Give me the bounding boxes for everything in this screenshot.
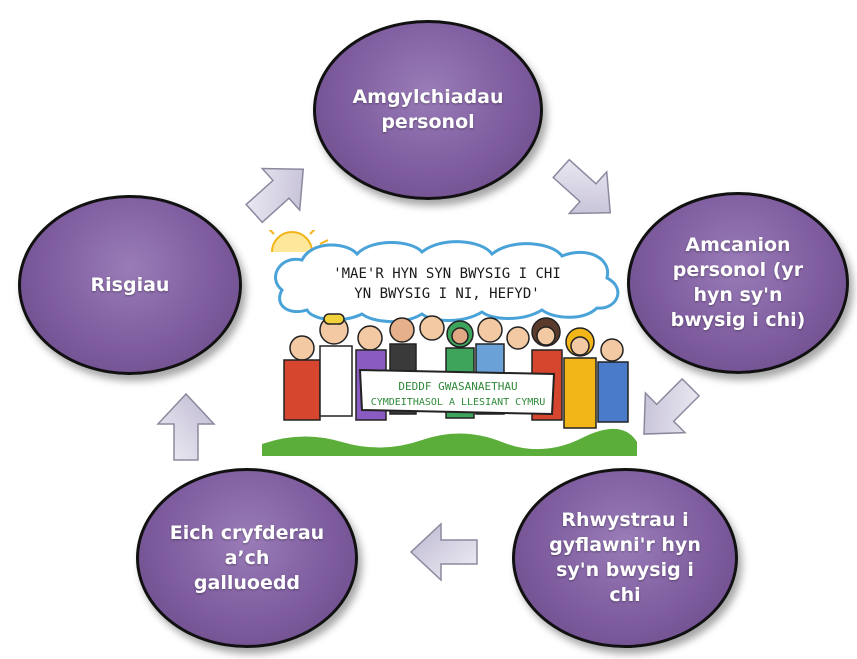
node-label-right: Amcanion personol (yr hyn sy'n bwysig i … bbox=[670, 234, 806, 331]
node-amcanion-personol: Amcanion personol (yr hyn sy'n bwysig i … bbox=[627, 192, 849, 374]
arrow-right-to-bottom-right bbox=[643, 377, 701, 435]
central-illustration: 'MAE'R HYN SYN BWYSIG I CHI YN BWYSIG I … bbox=[262, 230, 637, 456]
banner-line-1: DEDDF GWASANAETHAU bbox=[398, 380, 517, 393]
node-rhwystrau: Rhwystrau i gyflawni'r hyn sy'n bwysig i… bbox=[512, 468, 738, 648]
speech-cloud bbox=[274, 240, 620, 324]
node-label-bottom-left: Eich cryfderau a’ch galluoedd bbox=[169, 521, 325, 594]
grass bbox=[262, 428, 637, 456]
arrow-top-to-right bbox=[552, 158, 612, 215]
node-risgiau: Risgiau bbox=[18, 195, 242, 375]
arrow-bottom-left-to-left bbox=[156, 392, 216, 461]
node-label-left: Risgiau bbox=[90, 273, 170, 296]
sun-icon bbox=[268, 230, 329, 253]
arrow-bottom-right-to-bottom-left bbox=[409, 522, 478, 582]
node-label-bottom-right: Rhwystrau i gyflawni'r hyn sy'n bwysig i… bbox=[549, 509, 701, 606]
headline-line-2: YN BWYSIG I NI, HEFYD' bbox=[354, 286, 539, 302]
node-amgylchiadau-personol: Amgylchiadau personol bbox=[313, 20, 543, 200]
node-cryfderau: Eich cryfderau a’ch galluoedd bbox=[136, 468, 358, 648]
banner-line-2: CYMDEITHASOL A LLESIANT CYMRU bbox=[371, 397, 546, 408]
banner bbox=[358, 368, 556, 416]
node-label-top: Amgylchiadau personol bbox=[352, 86, 504, 133]
arrow-left-to-top bbox=[245, 167, 305, 224]
headline-line-1: 'MAE'R HYN SYN BWYSIG I CHI bbox=[333, 266, 561, 282]
